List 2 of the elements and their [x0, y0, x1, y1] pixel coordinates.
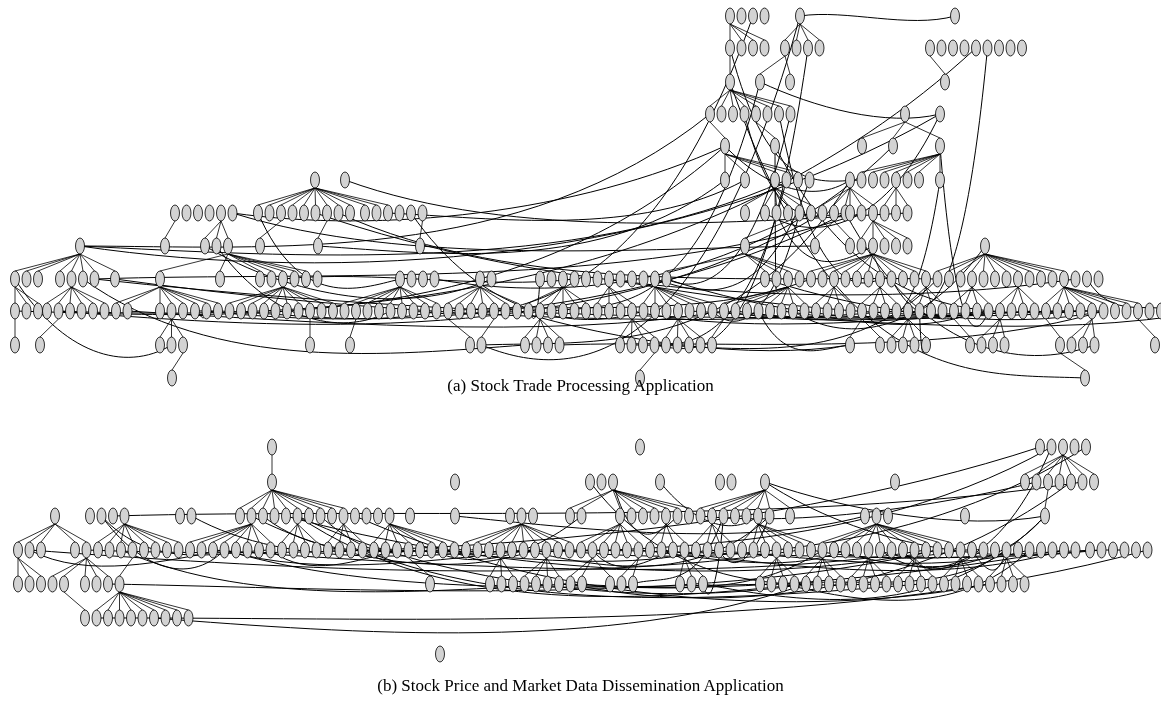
figure-caption: (a) Stock Trade Processing Application [447, 376, 714, 396]
figure-caption: (b) Stock Price and Market Data Dissemination Application [377, 676, 784, 696]
